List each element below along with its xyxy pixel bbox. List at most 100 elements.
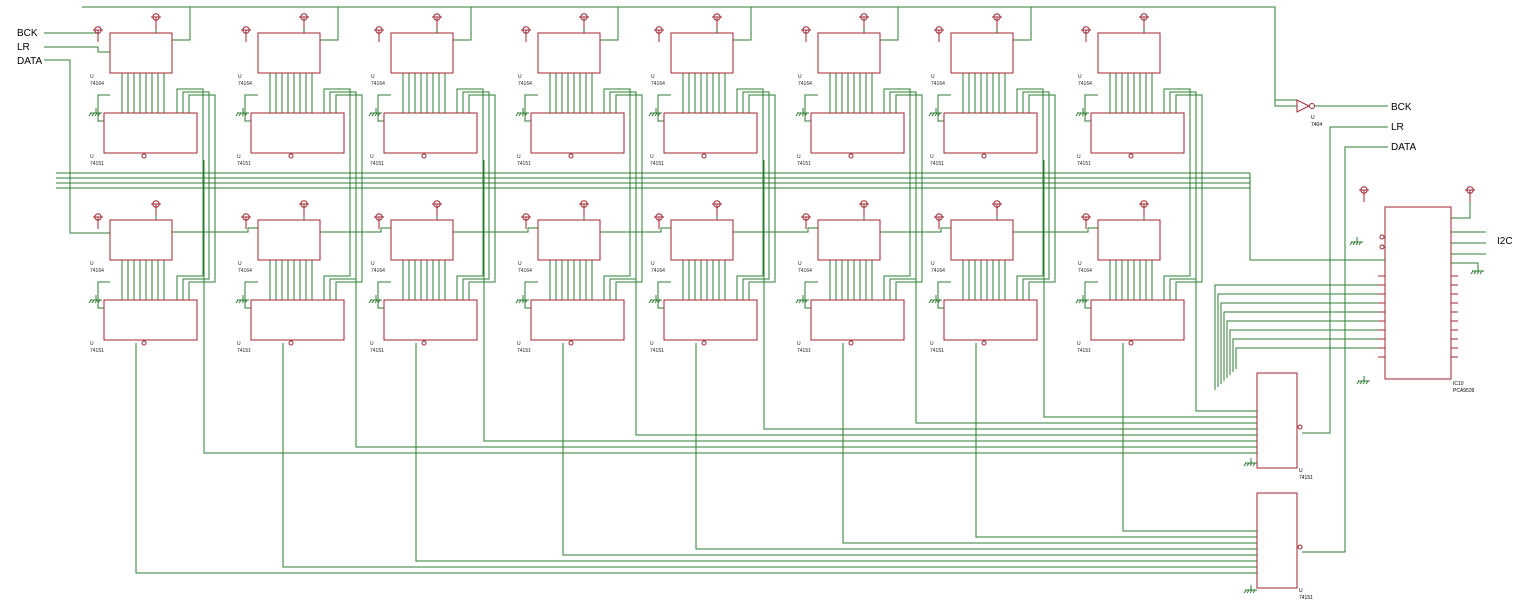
mux-collector-b-out — [1297, 544, 1303, 550]
vcc-a-col8-row2 — [1081, 213, 1091, 229]
loop-col2-row1-1 — [329, 91, 357, 190]
mux-unit-col4-row2: U — [517, 341, 521, 347]
sel-col7-row2 — [937, 281, 951, 309]
mux-unit-col7-row2: U — [930, 341, 934, 347]
exp-bus-7 — [1235, 347, 1378, 369]
mux-b-route-7 — [1122, 343, 1257, 532]
mux-output-col1-row2 — [141, 340, 147, 346]
shift-register-col8-row2 — [1097, 219, 1161, 261]
shift-part-col8-row2: 74164 — [1078, 268, 1092, 274]
loop-col6-row1-0 — [883, 88, 911, 190]
mux-col4-row1 — [530, 112, 625, 154]
mux-unit-col7-row1: U — [930, 154, 934, 160]
shift-unit-col3-row1: U — [371, 74, 375, 80]
loop-col1-row2-0 — [176, 190, 204, 300]
shift-register-col3-row1 — [390, 32, 454, 74]
mux-part-col2-row1: 74151 — [237, 161, 251, 167]
mux-part-col7-row2: 74151 — [930, 348, 944, 354]
loop-col3-row2-1 — [462, 190, 490, 300]
mux-unit-col8-row2: U — [1077, 341, 1081, 347]
mux-b-route-2 — [415, 343, 1257, 562]
mux-part-col1-row1: 74151 — [90, 161, 104, 167]
mux-part-col6-row1: 74151 — [797, 161, 811, 167]
loop-col5-row1-1 — [742, 91, 770, 190]
output-label-lr: LR — [1391, 122, 1404, 133]
sel-col2-row2 — [244, 281, 258, 309]
chain-top-6 — [1013, 7, 1032, 41]
sel-col5-row2 — [657, 281, 671, 309]
shift-register-col7-row1 — [950, 32, 1014, 74]
sel-col2-row1 — [244, 94, 258, 122]
exp-pin-b — [1379, 244, 1385, 250]
shift-register-col3-row2 — [390, 219, 454, 261]
mux-unit-col5-row1: U — [650, 154, 654, 160]
mux-unit-col3-row1: U — [370, 154, 374, 160]
gnd-col1-row1 — [88, 108, 102, 117]
shift-register-col5-row2 — [670, 219, 734, 261]
shift-register-col7-row2 — [950, 219, 1014, 261]
loop-col3-row1-2 — [468, 94, 496, 190]
vcc-a-col3-row1 — [374, 26, 384, 42]
vcc-b-col4-row2 — [579, 200, 589, 216]
chain-top-5 — [880, 7, 899, 41]
mux-part-col7-row1: 74151 — [930, 161, 944, 167]
vcc-a-col6-row2 — [801, 213, 811, 229]
vcc-a-col5-row2 — [654, 213, 664, 229]
shift-register-col1-row1 — [109, 32, 173, 74]
loop-col3-row2-0 — [456, 190, 484, 300]
mux-a-route-3 — [635, 160, 1257, 436]
mux-a-route-0 — [203, 160, 1257, 454]
mux-b-route-1 — [282, 343, 1257, 568]
vcc-a-col4-row2 — [521, 213, 531, 229]
chain-bot-5 — [880, 227, 951, 233]
rail-data — [44, 59, 110, 234]
shift-part-col6-row2: 74164 — [798, 268, 812, 274]
mux-output-col5-row2 — [701, 340, 707, 346]
sel-col6-row1 — [804, 94, 818, 122]
vcc-b-col7-row2 — [992, 200, 1002, 216]
chain-top-2 — [453, 7, 472, 41]
exp-bus-3 — [1223, 311, 1378, 381]
mux-col3-row2 — [383, 299, 478, 341]
vcc-a-col2-row1 — [241, 26, 251, 42]
loop-col8-row1-1 — [1169, 91, 1197, 190]
gnd-col2-row1 — [235, 108, 249, 117]
mux-output-col7-row2 — [981, 340, 987, 346]
sel-col3-row2 — [377, 281, 391, 309]
mux-part-col3-row1: 74151 — [370, 161, 384, 167]
shift-register-col6-row1 — [817, 32, 881, 74]
loop-col8-row2-0 — [1163, 190, 1191, 300]
mux-part-col4-row2: 74151 — [517, 348, 531, 354]
gnd-col8-row2 — [1075, 295, 1089, 304]
mux-col5-row2 — [663, 299, 758, 341]
exp-vcc-r — [1451, 202, 1471, 219]
vcc-b-col5-row2 — [712, 200, 722, 216]
mux-output-col4-row1 — [568, 153, 574, 159]
sel-col1-row2 — [97, 281, 110, 309]
mux-col7-row2 — [943, 299, 1038, 341]
loop-col3-row1-1 — [462, 91, 490, 190]
shift-part-col1-row2: 74164 — [90, 268, 104, 274]
mux-col6-row2 — [810, 299, 905, 341]
loop-col6-row2-2 — [895, 190, 923, 300]
mux-output-col8-row2 — [1128, 340, 1134, 346]
exp-bus-2 — [1220, 302, 1378, 384]
shift-part-col4-row2: 74164 — [518, 268, 532, 274]
components: U74164U74151U74164U74151U74164U74151U741… — [88, 13, 1484, 594]
sel-col1-row1 — [97, 94, 110, 122]
mux-part-col5-row2: 74151 — [650, 348, 664, 354]
mux-a-route-4 — [763, 160, 1257, 430]
mux-collector-a — [1256, 372, 1298, 469]
sel-col7-row1 — [937, 94, 951, 122]
shift-register-col2-row2 — [257, 219, 321, 261]
loop-col7-row2-0 — [1016, 190, 1044, 300]
gnd-col3-row1 — [368, 108, 382, 117]
mux-a-route-6 — [1043, 160, 1257, 418]
shift-part-col6-row1: 74164 — [798, 81, 812, 87]
mux-part-col8-row2: 74151 — [1077, 348, 1091, 354]
vcc-b-col2-row2 — [299, 200, 309, 216]
chain-bot-6 — [1013, 227, 1098, 233]
loop-col6-row1-1 — [889, 91, 917, 190]
vcc-b-col2-row1 — [299, 13, 309, 29]
